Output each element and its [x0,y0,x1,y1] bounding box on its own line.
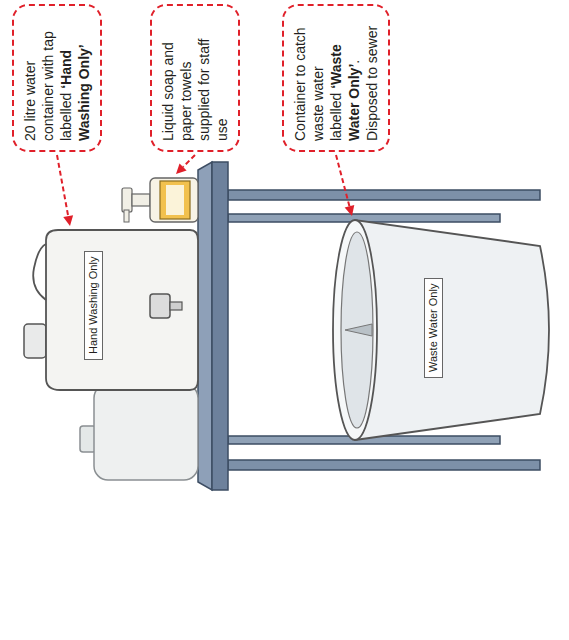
bucket-inner-mark [345,324,372,336]
callout-text: 20 litre water container with tap labell… [21,15,93,141]
leader-line [336,155,349,206]
bottle-label [160,181,190,219]
bucket-inside [341,232,373,428]
callout-text: Liquid soap and paper towels supplied fo… [159,15,231,141]
callout-box: Liquid soap and paper towels supplied fo… [150,4,240,152]
jug-handle [33,244,46,300]
callout-text: Container to catch waste water labelled … [291,15,381,141]
container-label: Hand Washing Only [84,251,103,360]
leader-line [57,155,68,216]
arrowhead [176,163,187,174]
callout-box: 20 litre water container with tap labell… [12,4,102,152]
table-edge [212,162,228,490]
back-container [94,384,198,480]
tap [150,294,170,318]
arrowhead [63,215,73,226]
bottle-neck [132,194,150,206]
soap-bottle [150,178,198,222]
tap-spout [170,302,182,310]
table-leg [228,190,540,200]
leader-line [183,155,195,167]
bucket-label: Waste Water Only [424,278,443,378]
bucket-rim [333,220,377,440]
water-jug [46,230,198,390]
arrowhead [345,205,355,216]
bottle-label-panel [166,185,184,215]
waste-bucket [355,220,549,440]
pump-nozzle [124,210,129,222]
callout-box: Container to catch waste water labelled … [282,4,390,152]
table-leg [228,460,540,470]
pump-head [122,188,132,212]
table-top [198,162,212,490]
jug-cap [24,324,46,358]
